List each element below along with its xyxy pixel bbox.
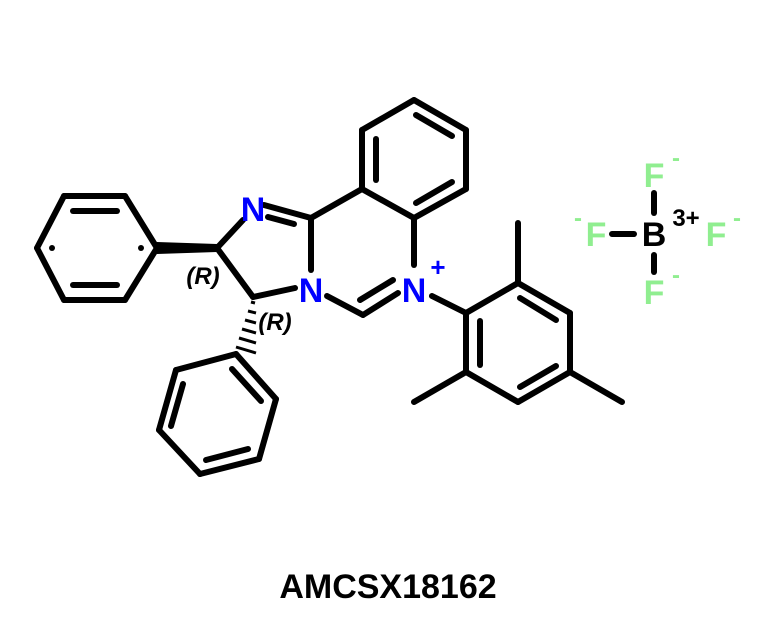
hash-bond: [235, 300, 257, 355]
atom-n-imine: N: [241, 191, 266, 229]
charge-f-left: -: [574, 205, 582, 232]
phenyl-bottom: [156, 351, 279, 477]
charge-f-top: -: [672, 145, 680, 172]
atom-fluorine-left: F: [586, 216, 607, 254]
charge-plus: +: [430, 252, 445, 282]
stereo-label-c2: (R): [186, 263, 219, 290]
bf4-bonds: [609, 190, 657, 275]
atom-boron: B: [642, 216, 667, 254]
atom-fluorine-bottom: F: [644, 274, 665, 312]
atom-n-ring: N: [299, 272, 324, 310]
charge-f-right: -: [733, 205, 741, 232]
compound-id-label: AMCSX18162: [279, 568, 497, 606]
stereo-label-c3: (R): [258, 309, 291, 336]
phenyl-left: [34, 193, 217, 303]
mesityl-ring: [411, 220, 625, 405]
charge-f-bottom: -: [672, 262, 680, 289]
charge-boron: 3+: [672, 205, 699, 232]
atom-fluorine-right: F: [706, 216, 727, 254]
benzo-ring: [359, 97, 469, 221]
wedge-bond: [157, 242, 217, 254]
central-rings: [214, 186, 417, 318]
atom-fluorine-top: F: [644, 157, 665, 195]
atom-n-plus: N: [402, 272, 427, 310]
